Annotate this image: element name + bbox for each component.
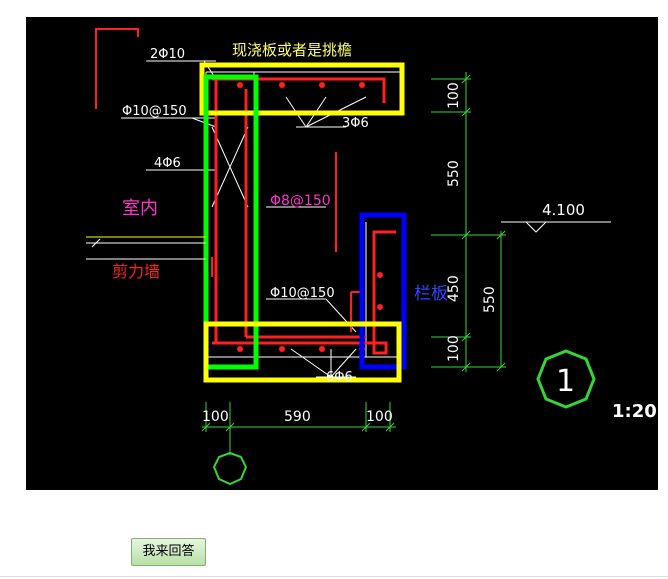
elevation-mark [501, 221, 611, 233]
top-slab-rebar-label: 3Φ6 [342, 116, 369, 131]
top-rebar-label: 2Φ10 [150, 47, 185, 62]
dim-vertical-inner: 550 [482, 286, 498, 313]
detail-number: 1 [556, 364, 575, 399]
top-slab-label: 现浇板或者是挑檐 [232, 41, 352, 59]
horizontal-dimension-lines [201, 402, 396, 455]
indoor-label: 室内 [122, 198, 158, 219]
dim-vertical-3: 450 [446, 275, 462, 302]
break-line [86, 236, 206, 260]
answer-button[interactable]: 我来回答 [131, 538, 206, 566]
dim-horizontal-2: 590 [284, 409, 311, 425]
cad-drawing: 现浇板或者是挑檐 2Φ10 Φ10@150 3Φ6 4Φ6 室内 Φ8@150 … [26, 17, 658, 490]
leader-lines [121, 60, 367, 378]
dim-vertical-4: 100 [446, 335, 462, 362]
dim-horizontal-1: 100 [202, 409, 229, 425]
lower-rebar-label: Φ10@150 [270, 286, 335, 301]
elevation-label: 4.100 [542, 201, 585, 219]
scale-label: 1:20 [612, 401, 657, 422]
detail-marker [536, 349, 596, 409]
dim-vertical-2: 550 [446, 160, 462, 187]
parapet-label: 栏板 [414, 284, 448, 304]
bottom-rebar-label: 6Φ6 [326, 370, 353, 385]
parapet-highlight-box [359, 212, 407, 370]
cad-svg: 现浇板或者是挑檐 2Φ10 Φ10@150 3Φ6 4Φ6 室内 Φ8@150 … [86, 28, 657, 486]
corner-mark [95, 28, 139, 109]
wall-rebar-4-label: 4Φ6 [154, 156, 181, 171]
bottom-divider [0, 576, 668, 577]
dim-horizontal-3: 100 [366, 409, 393, 425]
rebar [211, 77, 396, 355]
wall-rebar-spacing-label: Φ10@150 [122, 104, 187, 119]
dim-vertical-1: 100 [446, 82, 462, 109]
wall-highlight-box [203, 74, 259, 370]
bottom-highlight-box [203, 321, 402, 383]
mid-rebar-label: Φ8@150 [270, 193, 331, 209]
vertical-dimension-lines [431, 72, 506, 372]
slab-highlight-box [199, 62, 405, 116]
shear-wall-label: 剪力墙 [112, 262, 160, 281]
axis-bubble [212, 451, 248, 486]
